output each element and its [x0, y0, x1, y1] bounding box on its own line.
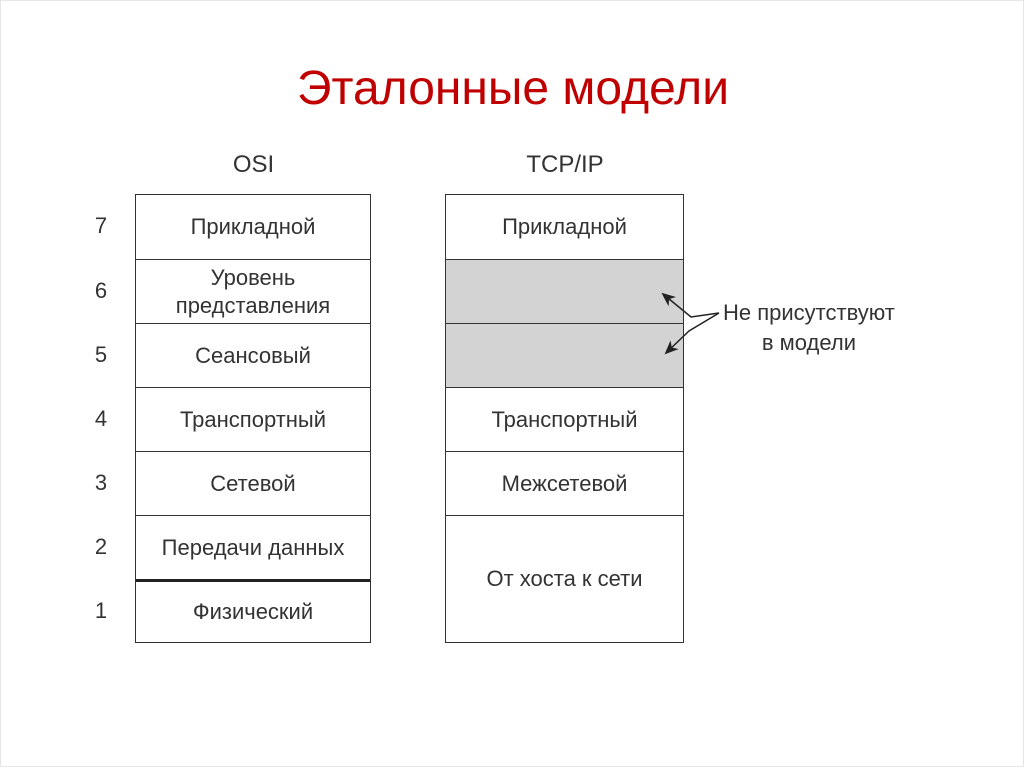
tcpip-layer-absent-presentation: [446, 259, 683, 323]
tcpip-layer-absent-session: [446, 323, 683, 387]
layer-number: 6: [94, 278, 108, 303]
osi-stack: Прикладной Уровень представления Сеансов…: [135, 194, 371, 643]
osi-layer-datalink: Передачи данных: [136, 515, 370, 579]
layer-number: 4: [94, 406, 108, 431]
annotation-text: Не присутствуют в модели: [723, 298, 895, 358]
annotation-line-2: в модели: [761, 330, 857, 355]
annotation-line-1: Не присутствуют: [723, 300, 895, 325]
tcpip-layer-application: Прикладной: [502, 214, 627, 239]
tcpip-layer-transport: Транспортный: [446, 387, 683, 451]
layer-number: 1: [94, 598, 108, 623]
layer-number: 7: [94, 213, 108, 238]
layer-number: 5: [94, 342, 108, 367]
layer-number: 3: [94, 470, 108, 495]
osi-layer-presentation: Уровень представления: [136, 259, 370, 323]
layer-number: 2: [94, 534, 108, 559]
tcpip-layer-host-to-network: От хоста к сети: [446, 515, 683, 642]
tcpip-layer-internet: Межсетевой: [446, 451, 683, 515]
osi-header: OSI: [232, 151, 275, 178]
arrow-to-presentation: [661, 292, 720, 318]
slide-title: Эталонные модели: [297, 62, 729, 115]
tcpip-header: TCP/IP: [526, 151, 604, 178]
osi-layer-transport: Транспортный: [136, 387, 370, 451]
osi-layer-network: Сетевой: [136, 451, 370, 515]
osi-layer-physical: Физический: [136, 579, 370, 642]
osi-layer-application: Прикладной: [190, 214, 316, 239]
tcpip-stack: Прикладной Транспортный Межсетевой От хо…: [445, 194, 684, 643]
osi-layer-session: Сеансовый: [136, 323, 370, 387]
arrow-to-session: [664, 312, 720, 355]
